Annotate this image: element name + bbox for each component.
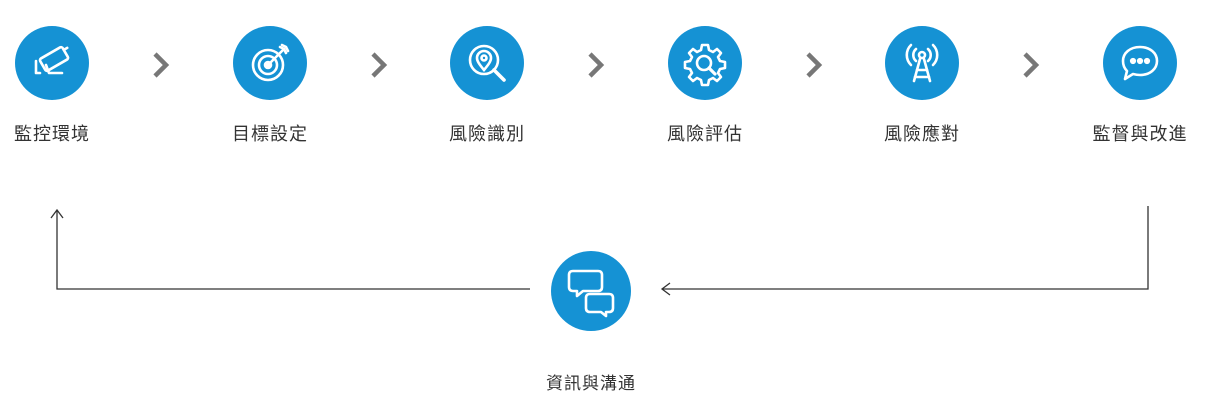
target-icon [251,43,290,82]
chevron-right-icon [588,52,605,78]
cctv-camera-icon [34,45,70,75]
step-circle [551,251,631,331]
return-line-left [56,210,530,290]
arrowhead-left [660,282,671,296]
step-monitor-improve: 監督與改進 [1070,26,1208,146]
chevron-right-icon [806,52,823,78]
step-circle [885,26,959,100]
chevron-right-icon [153,52,170,78]
conversation-icon [567,269,615,318]
step-circle [668,26,742,100]
step-risk-assessment: 風險評估 [635,26,775,146]
step-information-communication: 資訊與溝通 [511,251,671,394]
chat-bubble-icon [1121,45,1159,81]
broadcast-tower-icon [905,43,939,83]
location-search-icon [468,44,506,82]
step-label: 監控環境 [14,124,90,145]
step-circle [1103,26,1177,100]
step-label: 資訊與溝通 [546,374,636,394]
step-monitor-environment: 監控環境 [0,26,122,146]
step-goal-setting: 目標設定 [200,26,340,146]
step-label: 風險應對 [884,124,960,145]
step-label: 風險識別 [449,124,525,145]
step-circle [15,26,89,100]
step-risk-response: 風險應對 [852,26,992,146]
step-circle [233,26,307,100]
return-line-right [662,206,1149,290]
step-risk-identification: 風險識別 [417,26,557,146]
chevron-right-icon [1023,52,1040,78]
step-label: 風險評估 [667,124,743,145]
step-circle [450,26,524,100]
step-label: 監督與改進 [1092,124,1188,145]
step-label: 目標設定 [232,124,308,145]
arrowhead-up [50,208,64,219]
chevron-right-icon [371,52,388,78]
gear-search-icon [683,43,727,87]
